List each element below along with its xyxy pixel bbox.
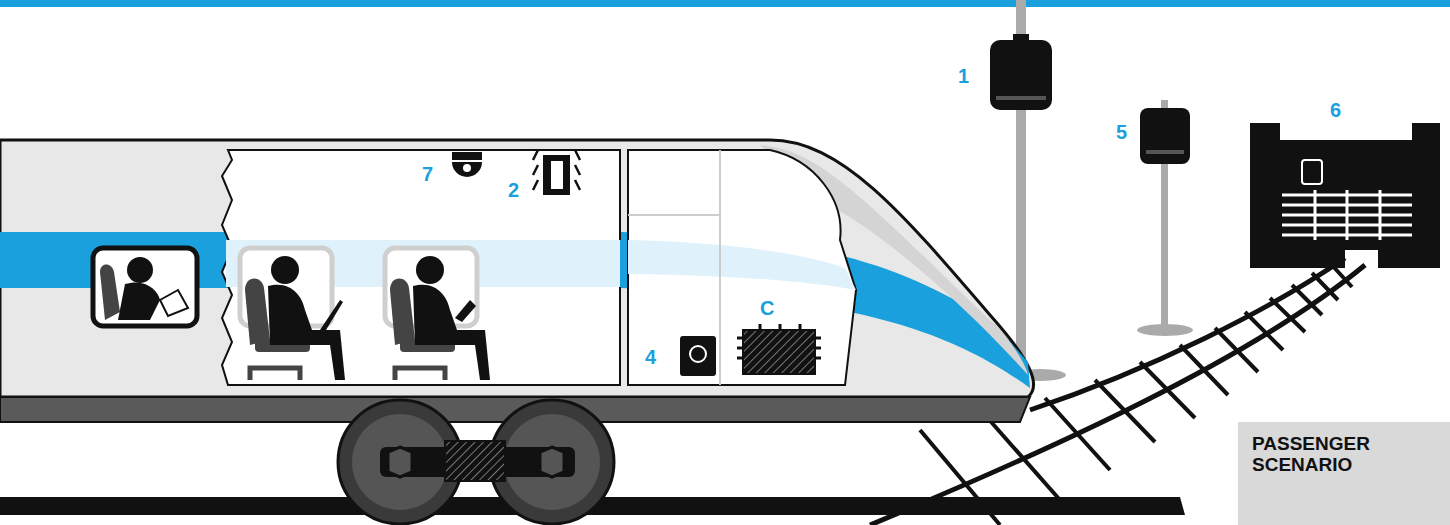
callout-number: C	[760, 298, 774, 318]
callout-number: 7	[422, 164, 433, 184]
callout-number: 1	[958, 66, 969, 86]
driver-cab	[628, 150, 856, 385]
callout-number: 5	[1116, 122, 1127, 142]
top-bar	[0, 0, 1450, 7]
callout-number: 4	[645, 347, 656, 367]
bogie	[338, 400, 614, 524]
pole-antenna	[990, 0, 1066, 381]
callout-number: 2	[508, 180, 519, 200]
train	[0, 140, 1034, 422]
callout-number: 6	[1330, 100, 1341, 120]
scenario-label-box: PASSENGER SCENARIO	[1238, 422, 1450, 525]
scenario-title: PASSENGER SCENARIO	[1252, 434, 1436, 475]
station-building	[1250, 123, 1440, 268]
pole-access-point	[1137, 100, 1193, 336]
passenger-cabin	[93, 150, 630, 385]
